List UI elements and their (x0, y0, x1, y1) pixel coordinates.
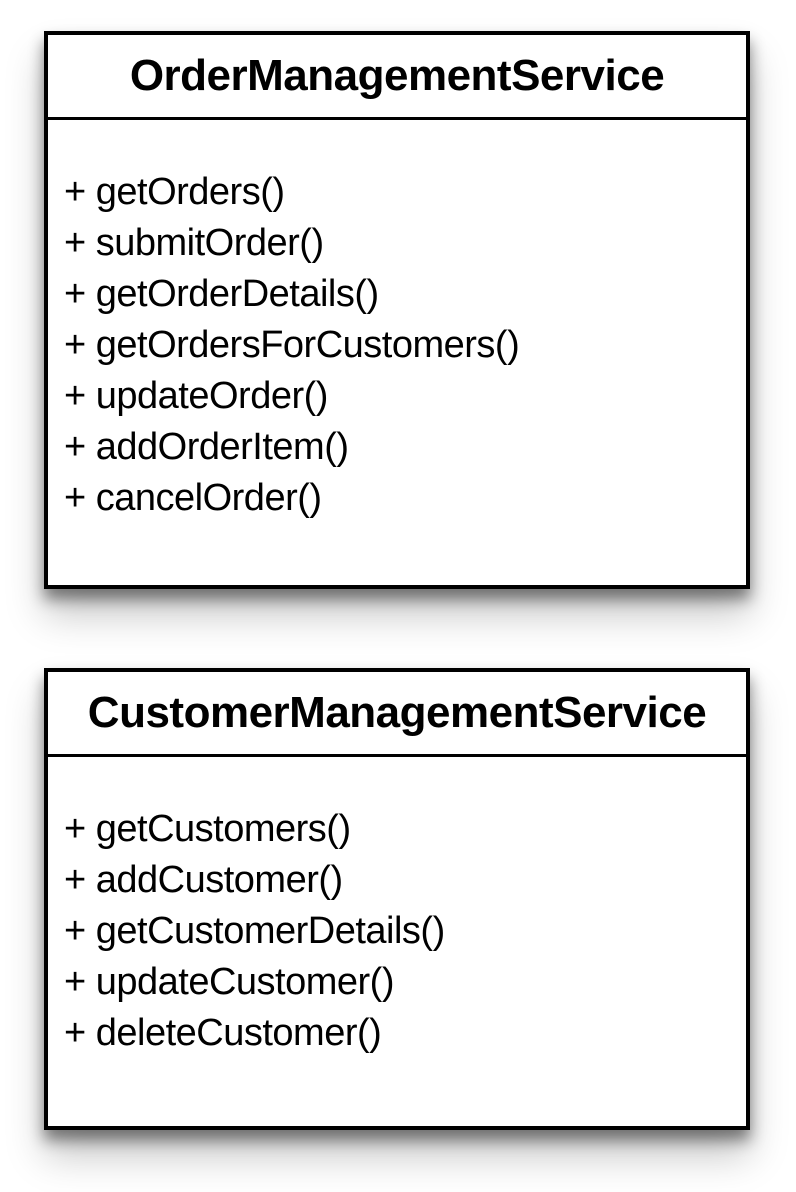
method-item: + getOrders() (64, 171, 285, 213)
method-item: + getCustomerDetails() (64, 910, 445, 952)
method-list: + getOrders() + submitOrder() + getOrderDe… (48, 120, 746, 524)
method-item: + getCustomers() (64, 808, 351, 850)
method-item: + getOrdersForCustomers() (64, 324, 520, 366)
method-item: + addOrderItem() (64, 426, 349, 468)
method-item: + addCustomer() (64, 859, 343, 901)
class-box-order-management-service: OrderManagementService + getOrders() + su… (44, 31, 750, 589)
method-item: + updateOrder() (64, 375, 328, 417)
class-title: CustomerManagementService (48, 672, 746, 757)
method-list: + getCustomers() + addCustomer() + getCust… (48, 757, 746, 1059)
class-title: OrderManagementService (48, 35, 746, 120)
class-box-customer-management-service: CustomerManagementService + getCustomers… (44, 668, 750, 1130)
method-item: + updateCustomer() (64, 961, 395, 1003)
method-item: + cancelOrder() (64, 477, 322, 519)
method-item: + submitOrder() (64, 222, 324, 264)
method-item: + deleteCustomer() (64, 1012, 382, 1054)
method-item: + getOrderDetails() (64, 273, 379, 315)
